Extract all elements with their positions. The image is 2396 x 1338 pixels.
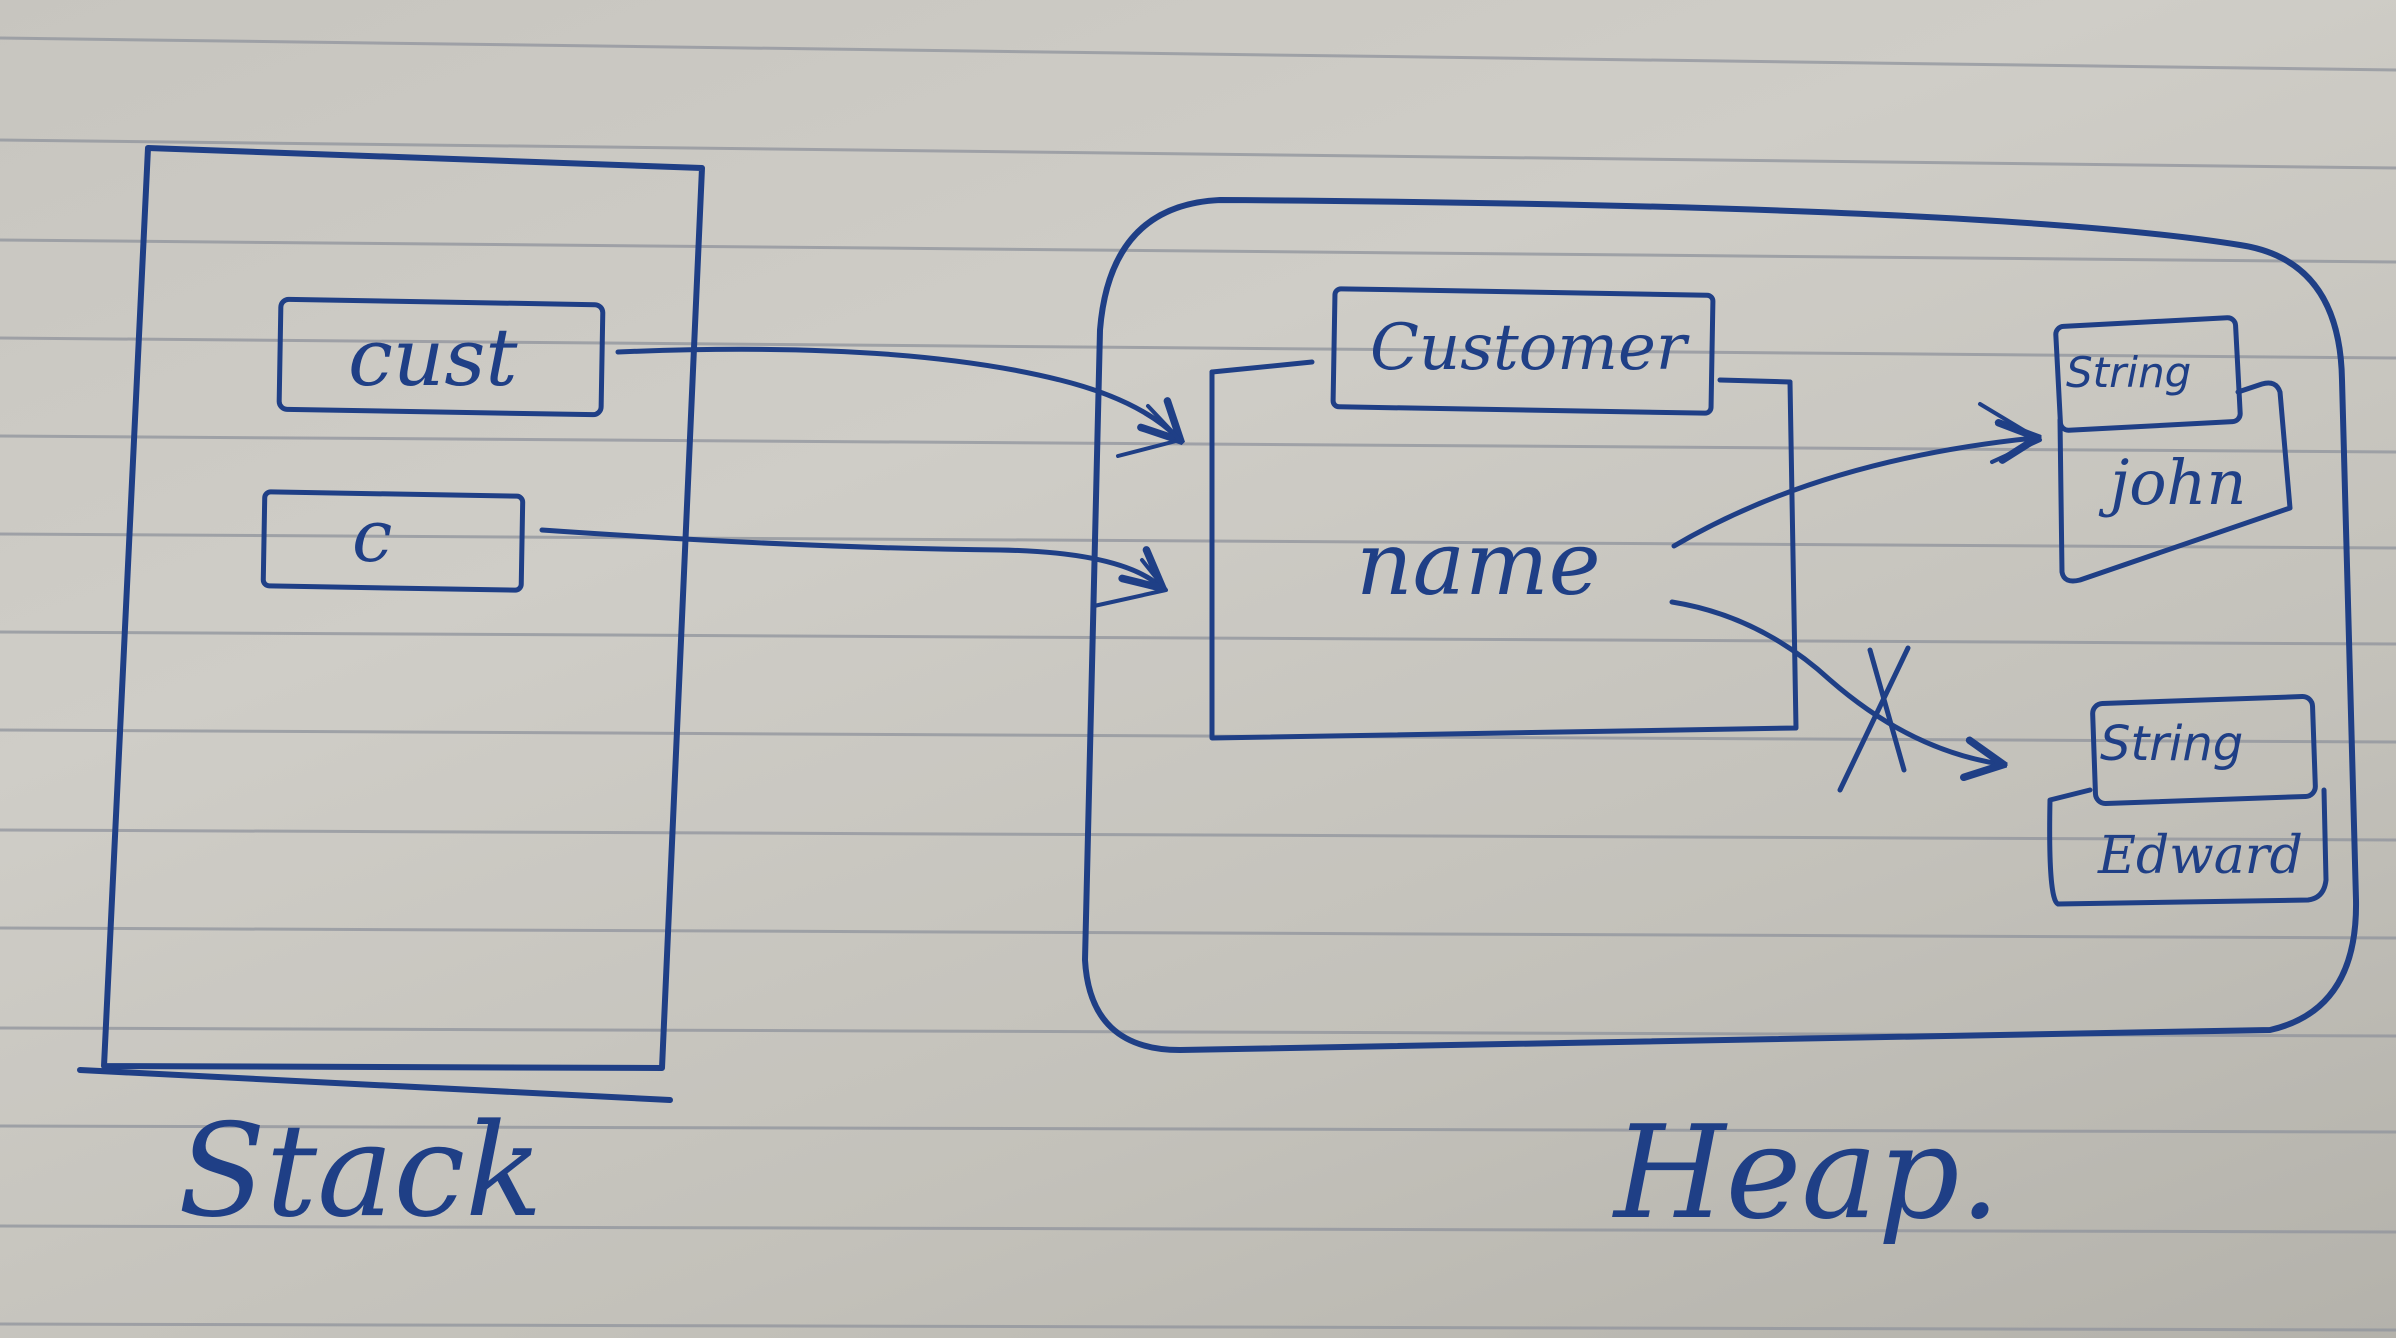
customer-header-box — [1330, 286, 1716, 416]
stack-var-box-c — [260, 489, 526, 593]
customer-type-label: Customer — [1370, 311, 1687, 385]
stack-var-cust-label: cust — [348, 311, 518, 404]
reference-arrow-cust — [615, 346, 1178, 438]
string-john-value-label: john — [2110, 446, 2247, 519]
string-object-edward — [2047, 694, 2329, 907]
heap-region-label: Heap. — [1614, 1099, 2001, 1248]
stack-var-box-cust — [276, 296, 606, 418]
stack-region-label: Stack — [178, 1097, 543, 1246]
customer-object-box — [1209, 359, 1799, 741]
crossed-out-mark-2 — [1867, 647, 1907, 773]
arrowhead-mark-john — [1978, 402, 2042, 464]
string-object-john — [2053, 315, 2293, 584]
reference-arrow-c — [539, 527, 1160, 586]
string-edward-type-label: String — [2100, 716, 2244, 772]
string-john-type-label: String — [2066, 348, 2192, 397]
stack-var-c-label: c — [352, 494, 393, 578]
arrowhead-mark-c — [1092, 558, 1168, 608]
arrowhead-mark-cust — [1116, 404, 1182, 458]
reference-arrow-name-john — [1671, 438, 2034, 549]
customer-field-name-label: name — [1356, 512, 1601, 615]
string-edward-value-label: Edward — [2098, 826, 2303, 886]
crossed-out-mark-1 — [1837, 645, 1911, 793]
stack-frame — [77, 145, 705, 1103]
old-reference-arrow-name-edward — [1669, 599, 2000, 764]
heap-frame — [1082, 197, 2360, 1053]
